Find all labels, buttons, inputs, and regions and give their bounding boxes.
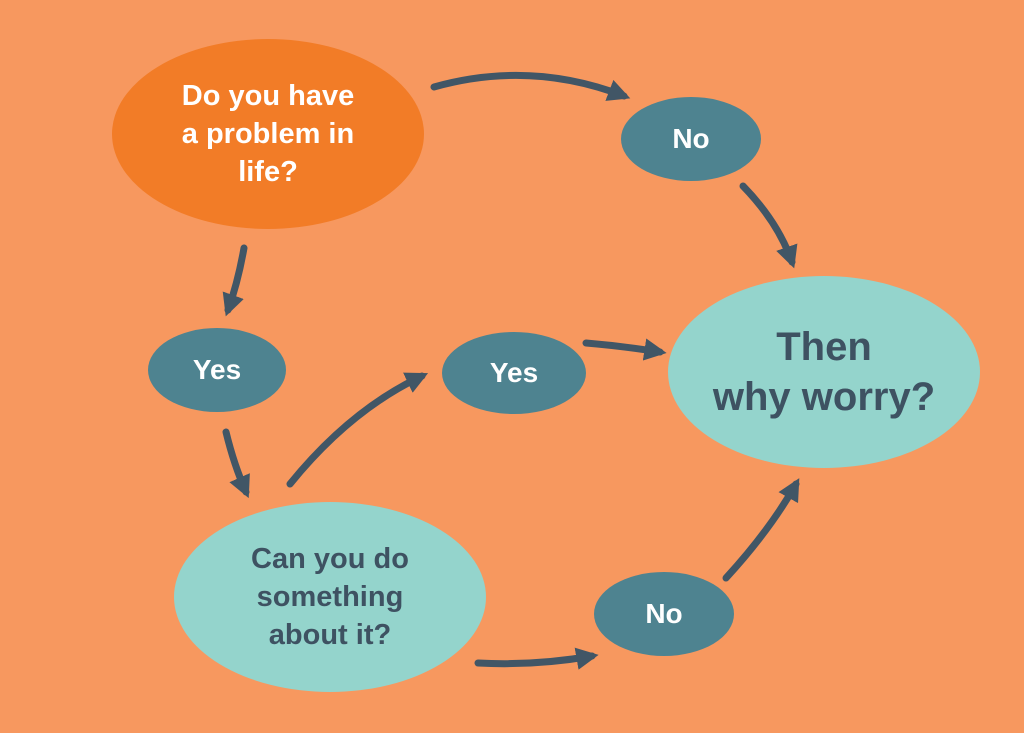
arrow-can-to-no	[474, 647, 599, 670]
arrow-question-to-no	[430, 71, 631, 101]
node-question: Do you have a problem in life?	[112, 39, 424, 229]
arrow-yes-to-can	[222, 428, 250, 499]
arrow-no-to-then-bottom	[722, 478, 800, 582]
node-no-bottom-label: No	[645, 598, 683, 629]
node-yes-left: Yes	[148, 328, 286, 412]
node-yes-middle: Yes	[442, 332, 586, 414]
arrow-no-to-then	[739, 182, 798, 269]
node-yes-left-label: Yes	[192, 354, 242, 385]
node-no-top: No	[621, 97, 761, 181]
node-no-bottom: No	[594, 572, 734, 656]
arrow-can-to-yes	[286, 372, 429, 488]
arrow-question-to-yes	[222, 244, 248, 317]
node-then-why-worry: Then why worry?	[668, 276, 980, 468]
node-can-you-do: Can you do something about it?	[174, 502, 486, 692]
node-question-label: Do you have a problem in life?	[181, 80, 355, 188]
node-then-label: Then why worry?	[712, 325, 936, 419]
node-can-label: Can you do something about it?	[251, 543, 409, 651]
arrow-yes-to-then	[582, 338, 667, 361]
node-no-top-label: No	[672, 123, 710, 154]
node-yes-middle-label: Yes	[489, 357, 539, 388]
